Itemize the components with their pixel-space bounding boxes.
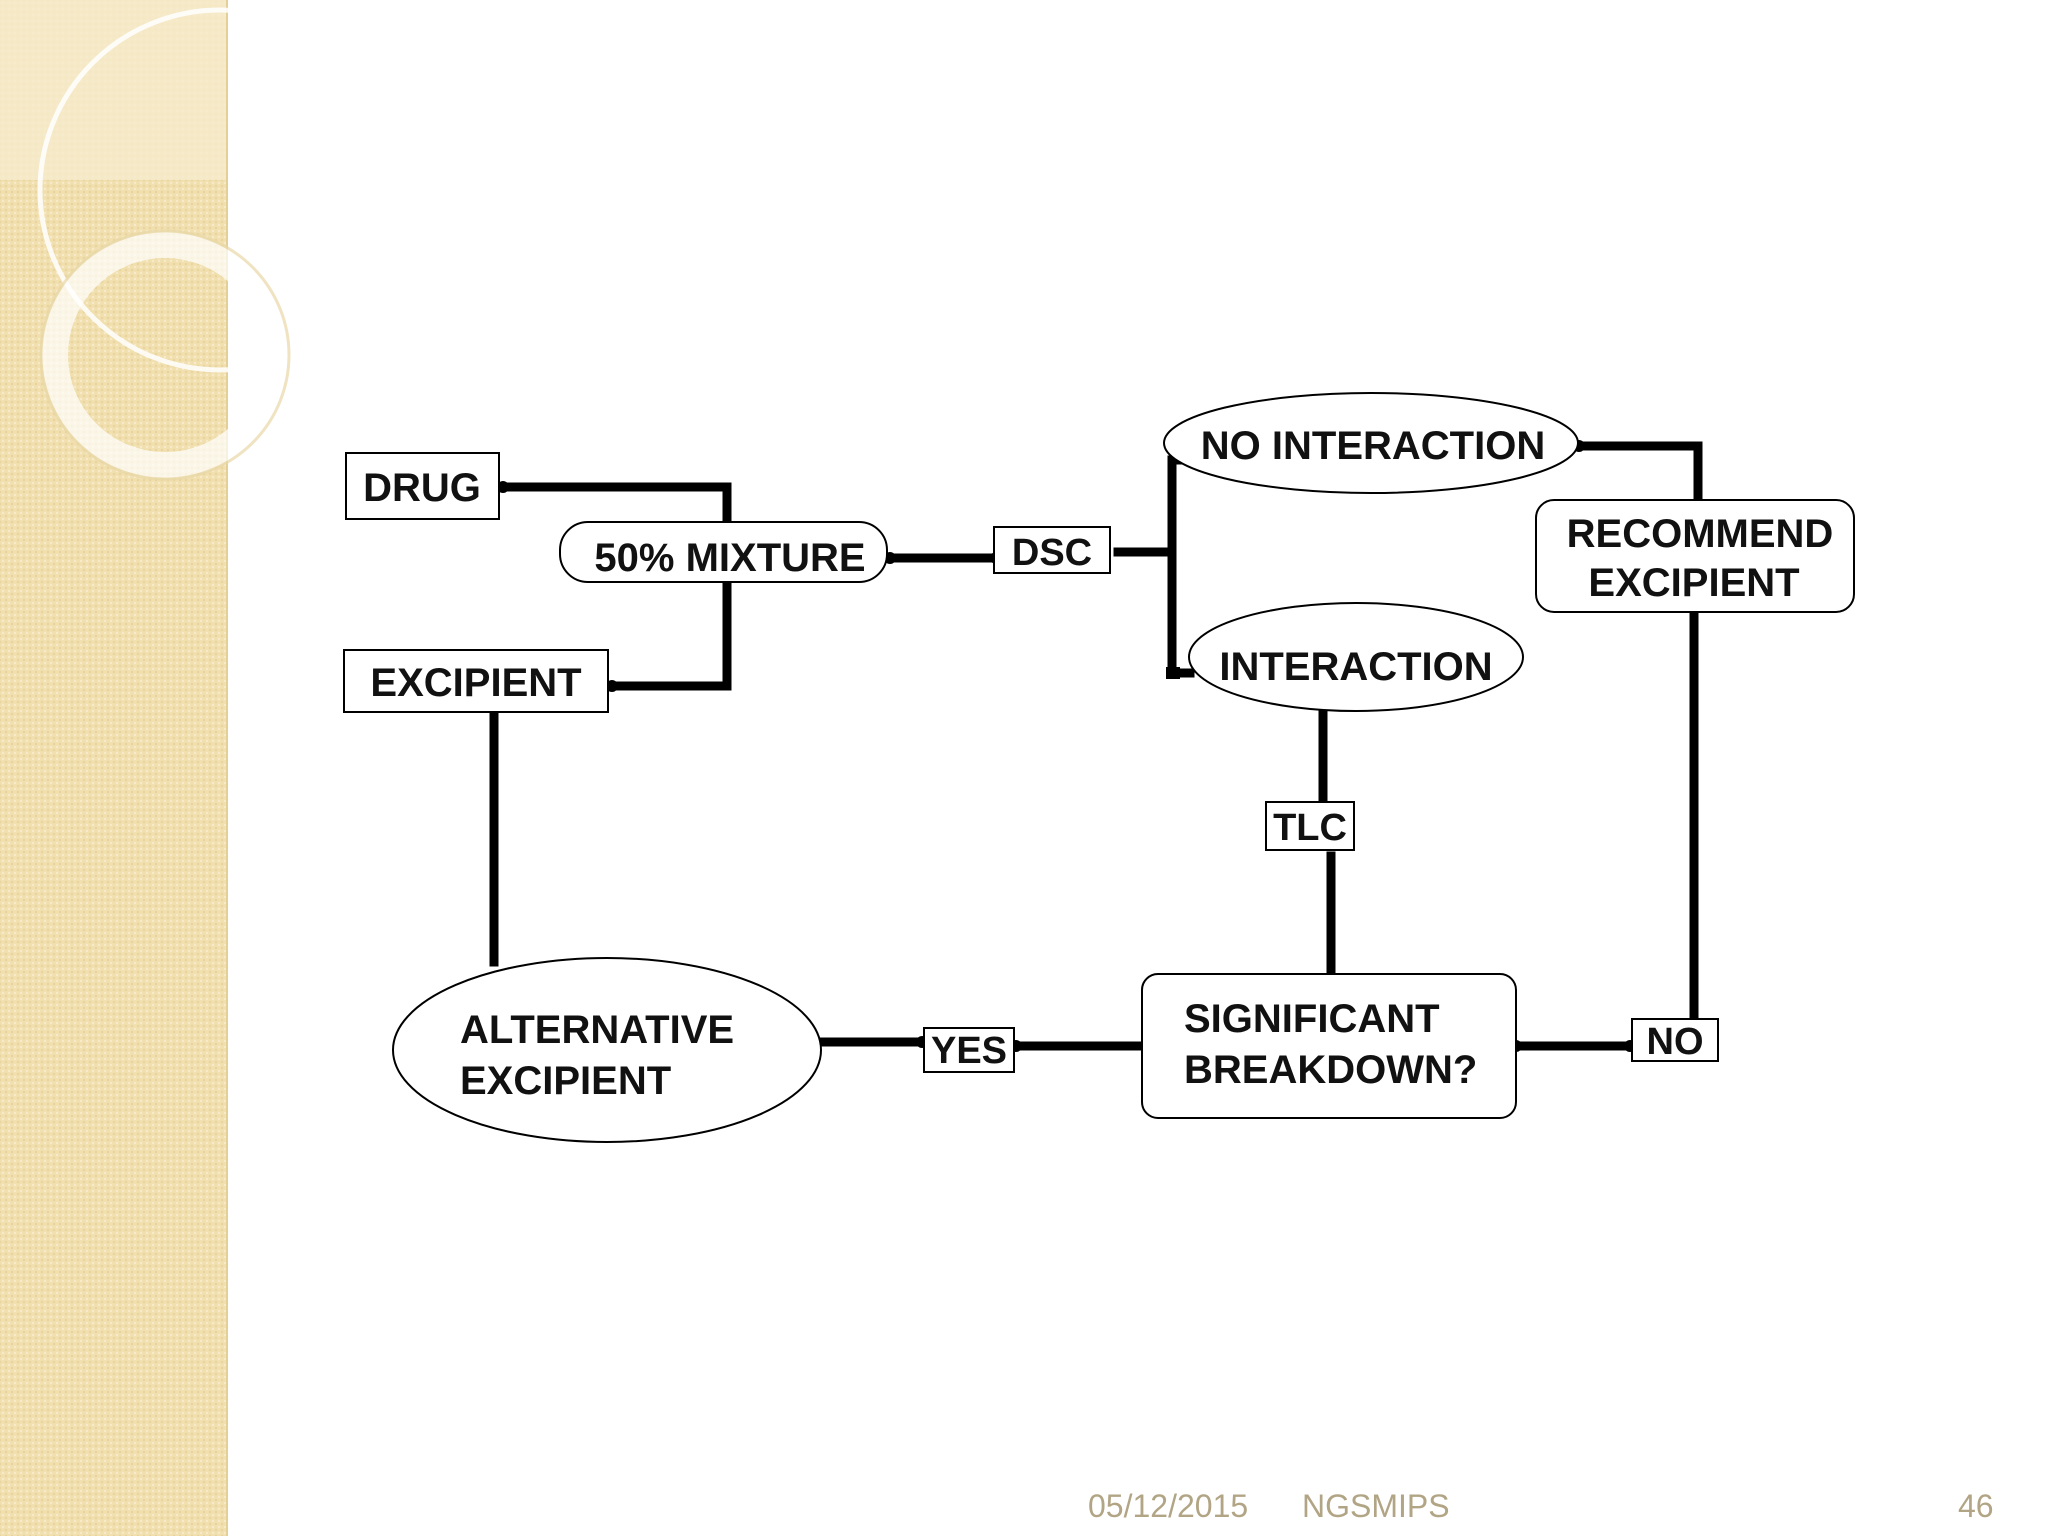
node-significant-label-line1: SIGNIFICANT [1184,997,1440,1041]
node-alternative-ellipse [392,957,822,1143]
node-recommend-excipient: RECOMMEND EXCIPIENT [1535,499,1855,613]
node-tlc-box [1265,801,1355,851]
node-interaction-ellipse [1188,602,1524,712]
node-yes: YES [923,1027,1015,1073]
node-interaction-label: INTERACTION [1219,645,1492,689]
decorative-ring-thick [42,232,288,478]
node-excipient-label: EXCIPIENT [370,661,581,705]
node-excipient-box [343,649,609,713]
footer-org: NGSMIPS [1302,1488,1450,1524]
node-tlc-label: TLC [1273,807,1347,849]
decorative-rings [37,7,300,481]
node-recommend-label-line1: RECOMMEND [1567,512,1834,556]
node-alternative-label-line2: EXCIPIENT [460,1059,671,1103]
node-dsc-box [993,526,1111,574]
node-mixture-box [559,521,888,583]
node-no-interaction-ellipse [1163,392,1579,494]
node-significant-breakdown: SIGNIFICANT BREAKDOWN? [1141,973,1517,1119]
node-dsc-label: DSC [1012,532,1092,574]
slide-number: 46 [1958,1488,1994,1524]
connector-excipient-mixture [607,582,732,691]
decorative-ring-outline [39,229,291,481]
node-tlc: TLC [1265,801,1355,851]
node-yes-box [923,1027,1015,1073]
node-no: NO [1631,1018,1719,1063]
node-drug-box [345,452,500,520]
node-excipient: EXCIPIENT [343,649,609,713]
node-mixture: 50% MIXTURE [559,521,888,583]
node-alternative-excipient: ALTERNATIVE EXCIPIENT [392,957,822,1143]
node-interaction: INTERACTION [1188,602,1524,712]
connector-drug-mixture [498,482,732,527]
connector-dot [1166,667,1180,679]
node-yes-label: YES [931,1030,1007,1072]
connector-branch-vertical [1167,455,1195,678]
node-drug: DRUG [345,452,500,520]
side-band-highlight [0,0,228,180]
decorative-ring-large [37,7,300,373]
node-recommend-label-line2: EXCIPIENT [1588,561,1799,605]
node-drug-label: DRUG [363,466,481,510]
node-no-box [1631,1018,1719,1062]
connectors [489,441,1703,1051]
node-significant-label-line2: BREAKDOWN? [1184,1048,1477,1092]
footer-date: 05/12/2015 [1088,1488,1249,1524]
node-no-label: NO [1647,1021,1704,1063]
node-significant-box [1141,973,1517,1119]
node-dsc: DSC [993,526,1111,574]
node-mixture-label: 50% MIXTURE [594,536,865,580]
node-alternative-label-line1: ALTERNATIVE [460,1008,734,1052]
node-no-interaction: NO INTERACTION [1163,392,1579,494]
side-band-edge [226,0,228,1536]
node-recommend-box [1535,499,1855,613]
node-no-interaction-label: NO INTERACTION [1201,424,1545,468]
connector-no-interaction-recommend [1574,441,1703,503]
